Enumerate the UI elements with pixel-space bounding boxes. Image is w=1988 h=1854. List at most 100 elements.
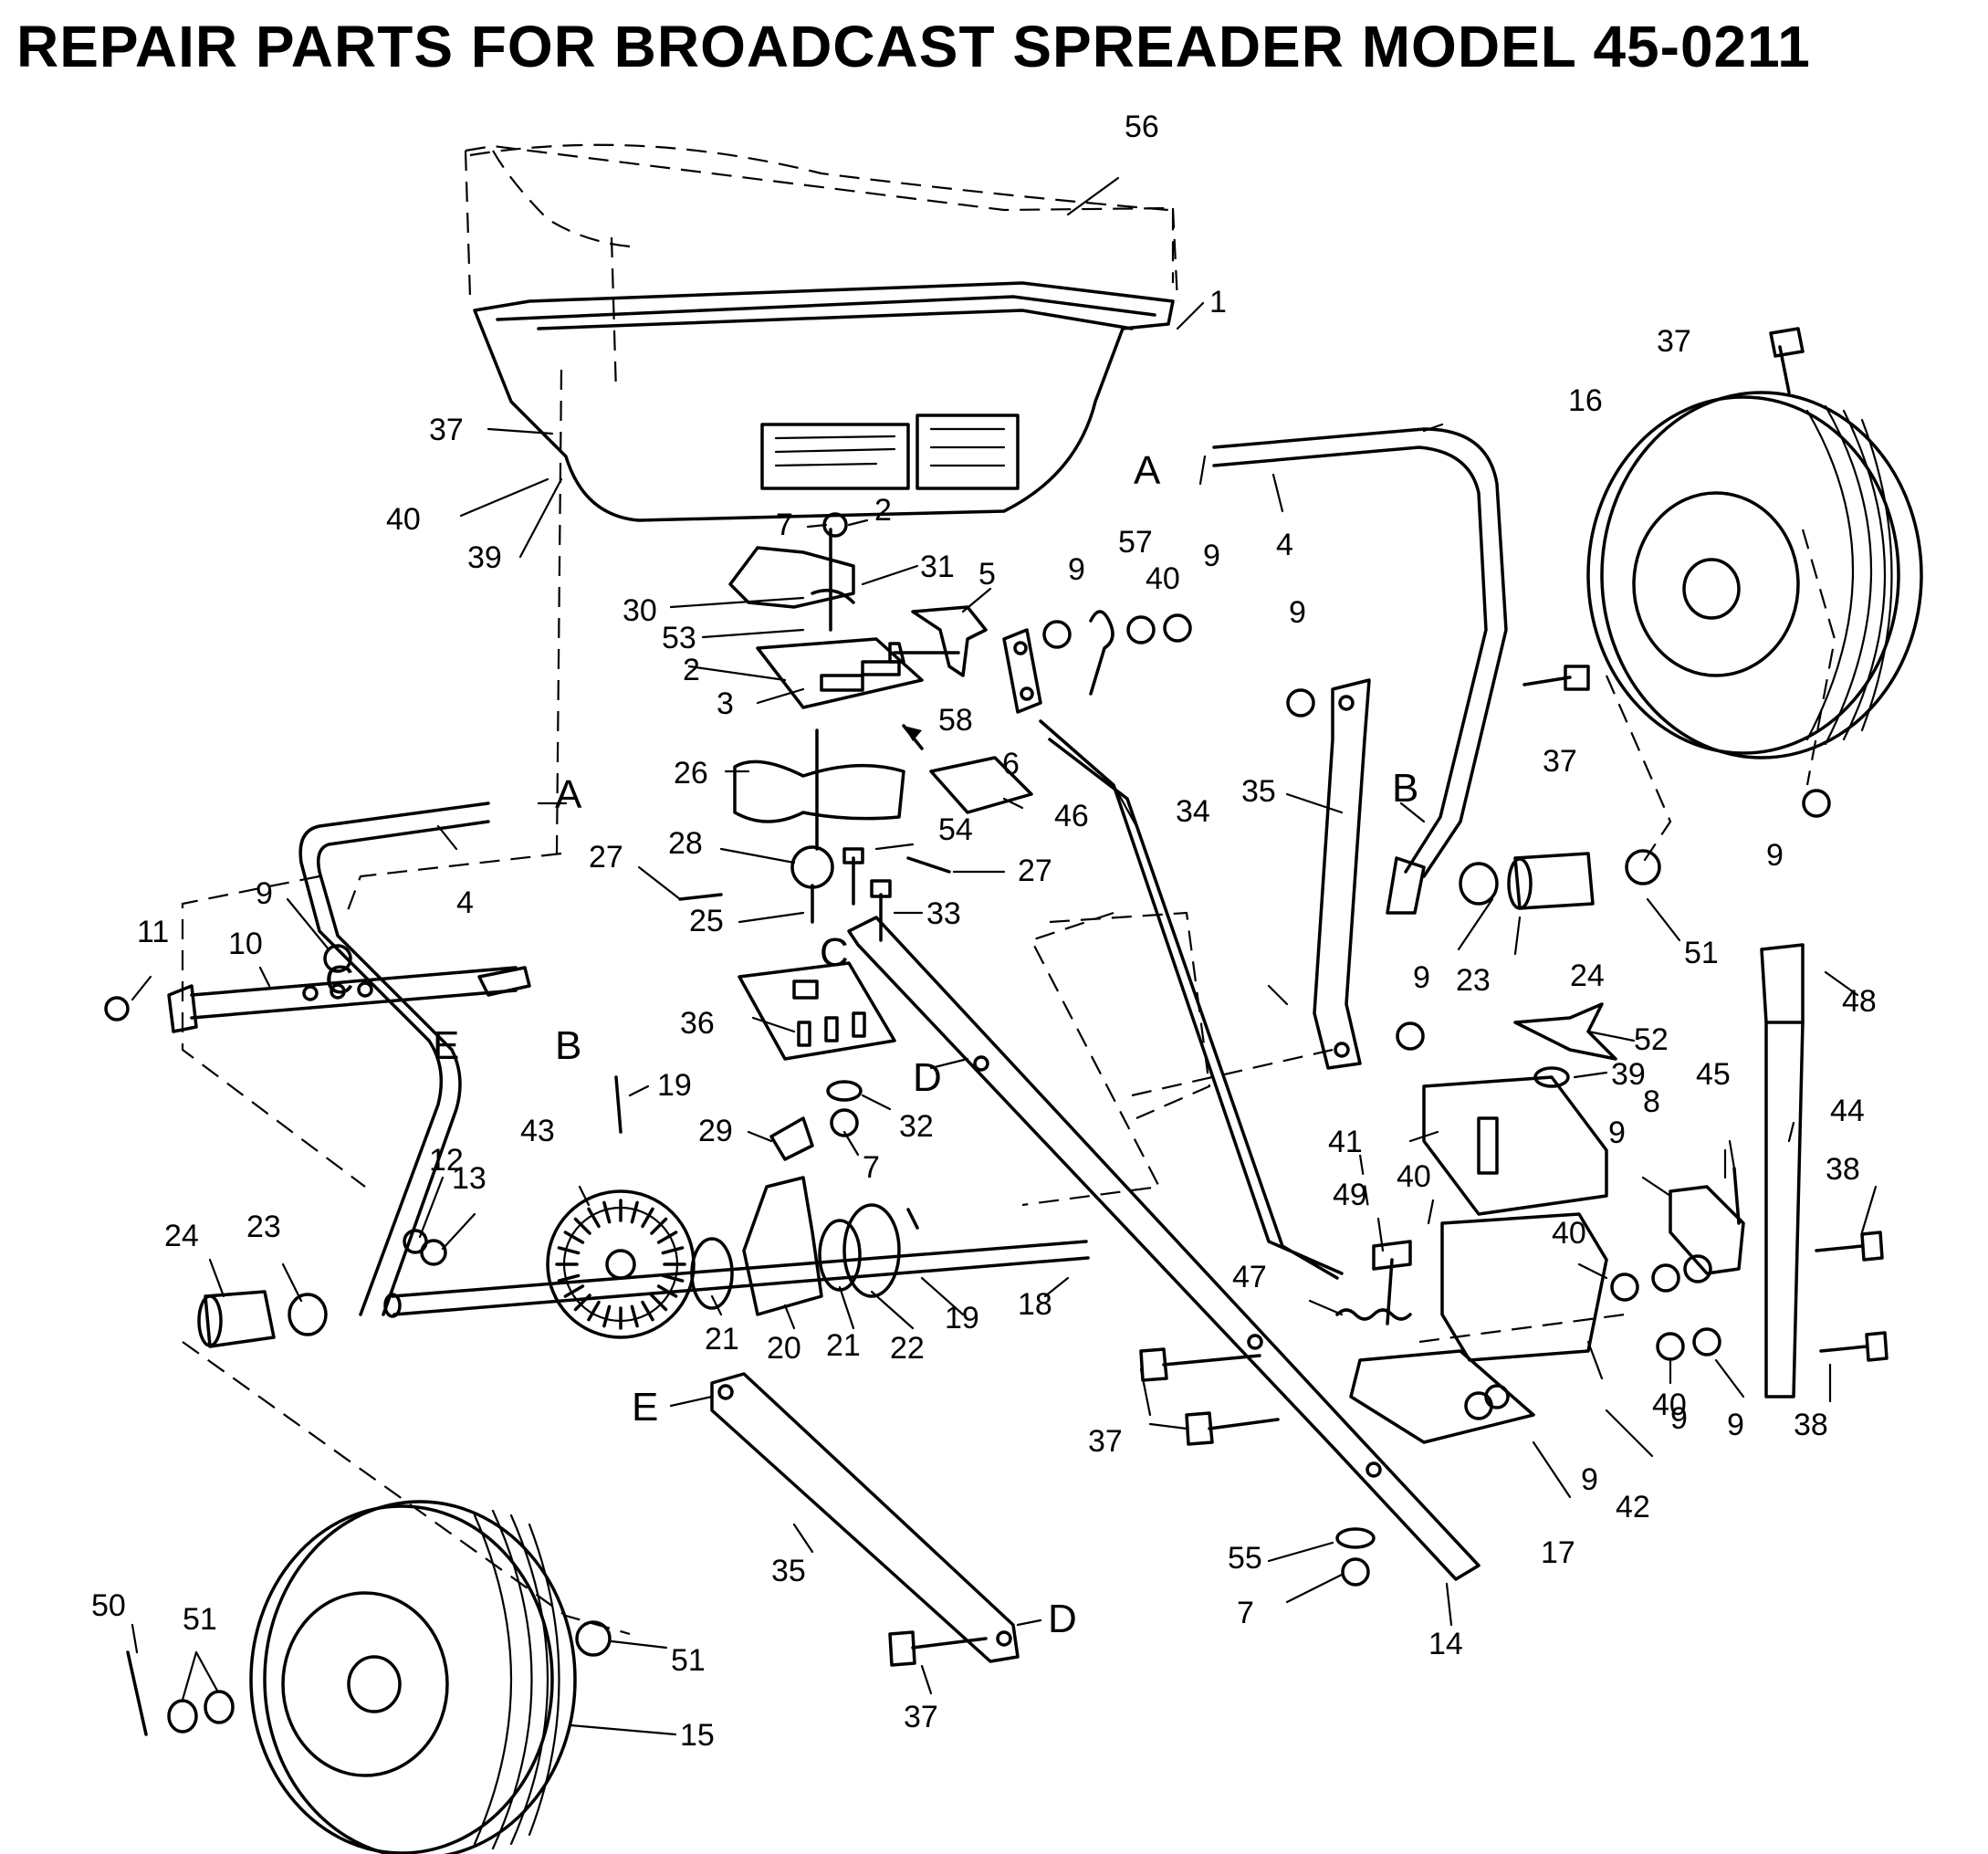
callout-14: 14 (1428, 1627, 1463, 1661)
handle-44 (1760, 943, 1805, 1398)
callout-21: 21 (705, 1322, 739, 1356)
callout-9: 9 (1608, 1116, 1626, 1150)
callout-10: 10 (228, 927, 263, 961)
hopper-cover (464, 144, 1179, 393)
callout-34: 34 (1176, 794, 1210, 829)
callout-33: 33 (926, 896, 961, 931)
callout-46: 46 (1054, 799, 1089, 833)
join-letter-e: E (433, 1023, 459, 1068)
shut-off-plate (738, 961, 896, 1061)
callout-9: 9 (1727, 1408, 1744, 1442)
callout-47: 47 (1232, 1260, 1267, 1294)
left-frame (298, 801, 490, 1316)
callout-37: 37 (429, 413, 464, 447)
impeller-slot (602, 1304, 612, 1328)
callout-40: 40 (386, 502, 421, 537)
callout-45: 45 (1696, 1057, 1731, 1092)
part-number-callouts: 56 1 37 40 39 7 2 31 30 53 2 3 58 5 6 9 … (91, 110, 1877, 1753)
impeller-slot (656, 1231, 678, 1244)
link-rod-34 (1039, 719, 1344, 1280)
callout-28: 28 (668, 826, 703, 861)
callout-9: 9 (1581, 1462, 1598, 1497)
callout-24: 24 (1570, 958, 1605, 993)
page-title: REPAIR PARTS FOR BROADCAST SPREADER MODE… (16, 14, 1811, 79)
crossbar-10 (190, 966, 518, 1020)
callout-51: 51 (1684, 936, 1719, 970)
join-letter-a: A (1134, 448, 1161, 493)
join-letter-a: A (555, 772, 582, 817)
impeller-slot (650, 1294, 668, 1312)
callout-55: 55 (1228, 1541, 1262, 1576)
callout-38: 38 (1794, 1408, 1828, 1442)
callout-52: 52 (1634, 1022, 1669, 1057)
callout-5: 5 (978, 557, 996, 592)
impeller-slot (661, 1273, 685, 1283)
callout-48: 48 (1842, 984, 1877, 1019)
impeller-slot (557, 1273, 581, 1283)
callout-9: 9 (256, 876, 273, 911)
part-46 (929, 756, 1033, 814)
callout-9: 9 (1670, 1401, 1688, 1436)
callout-37: 37 (1088, 1424, 1123, 1459)
callout-4: 4 (1276, 528, 1293, 562)
callout-26: 26 (674, 756, 708, 791)
callout-9: 9 (1068, 552, 1085, 587)
callout-1: 1 (1209, 285, 1227, 319)
callout-39: 39 (467, 540, 502, 575)
callout-53: 53 (662, 621, 696, 655)
impeller-slot (641, 1300, 654, 1322)
callout-18: 18 (1018, 1287, 1052, 1322)
bracket-17 (1349, 1349, 1535, 1444)
callout-57: 57 (1118, 525, 1153, 560)
control-bracket-41 (1422, 1075, 1608, 1216)
join-letters: A A B B C C D D E E (325, 448, 1418, 1641)
callout-2: 2 (683, 653, 700, 687)
callout-3: 3 (717, 686, 734, 721)
parts-artwork (104, 143, 1923, 1854)
callout-29: 29 (698, 1114, 733, 1148)
impeller-slot (650, 1217, 668, 1235)
callout-58: 58 (938, 703, 973, 738)
support-35-lower (710, 1372, 1020, 1663)
impeller-slot (563, 1231, 585, 1244)
callout-9: 9 (1289, 595, 1306, 630)
agitator (733, 759, 905, 823)
callout-16: 16 (1568, 383, 1603, 418)
join-letter-b: B (1392, 766, 1418, 811)
callout-13: 13 (452, 1161, 487, 1196)
callout-21: 21 (826, 1328, 861, 1363)
callout-20: 20 (767, 1331, 801, 1366)
join-letter-c: C (820, 930, 849, 975)
callout-37: 37 (904, 1700, 938, 1734)
callout-22: 22 (890, 1331, 925, 1366)
callout-49: 49 (1333, 1178, 1367, 1212)
frame-bar-14 (847, 916, 1481, 1581)
callout-37: 37 (1543, 744, 1577, 779)
bracket-42 (1440, 1212, 1608, 1362)
callout-8: 8 (1643, 1084, 1660, 1119)
impeller-slot (573, 1217, 591, 1235)
callout-11: 11 (137, 915, 169, 949)
callout-35: 35 (1241, 774, 1276, 809)
callout-19: 19 (657, 1068, 692, 1103)
callout-43: 43 (520, 1114, 555, 1148)
callout-51: 51 (183, 1602, 217, 1637)
callout-56: 56 (1125, 110, 1159, 144)
callout-4: 4 (456, 885, 474, 920)
impeller-slot (602, 1200, 612, 1224)
callout-17: 17 (1541, 1535, 1575, 1570)
callout-51: 51 (671, 1643, 706, 1678)
callout-23: 23 (1456, 963, 1491, 998)
callout-7: 7 (863, 1150, 880, 1185)
callout-9: 9 (1413, 960, 1430, 995)
impeller-slot (563, 1284, 585, 1298)
callout-40: 40 (1652, 1388, 1687, 1422)
join-letter-c: C (325, 958, 354, 1002)
callout-36: 36 (680, 1006, 715, 1041)
hopper (473, 281, 1175, 522)
callout-23: 23 (246, 1210, 281, 1244)
callout-31: 31 (920, 550, 955, 584)
callout-12: 12 (429, 1143, 464, 1178)
callout-40: 40 (1552, 1216, 1586, 1251)
